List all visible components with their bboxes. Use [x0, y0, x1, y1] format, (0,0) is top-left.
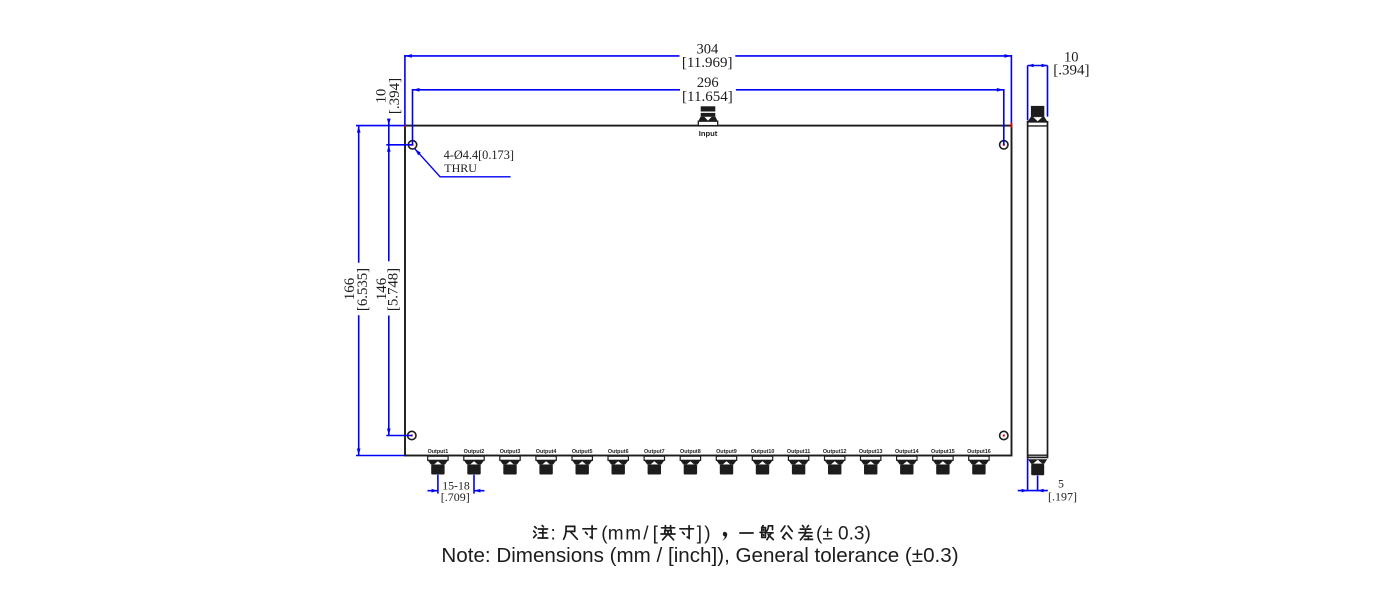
svg-text:[.709]: [.709] [441, 490, 470, 504]
svg-text:[.197]: [.197] [1048, 489, 1077, 503]
svg-text:Output13: Output13 [859, 449, 883, 455]
svg-text:(± 0.3): (± 0.3) [816, 523, 871, 544]
svg-text:Output14: Output14 [895, 449, 919, 455]
svg-text:146: 146 [374, 278, 390, 300]
svg-text:Output2: Output2 [464, 449, 485, 455]
svg-text:166: 166 [342, 278, 358, 300]
svg-text:Input: Input [699, 129, 718, 138]
svg-text:Output9: Output9 [716, 449, 737, 455]
svg-text:mm: mm [608, 523, 643, 544]
svg-text:5: 5 [1058, 476, 1064, 490]
svg-text:Output11: Output11 [787, 449, 810, 455]
svg-text:[6.535]: [6.535] [355, 268, 371, 311]
svg-text:[: [ [653, 523, 659, 544]
svg-text:Output3: Output3 [500, 449, 521, 455]
svg-text:Output7: Output7 [644, 449, 665, 455]
svg-text::: : [551, 523, 556, 544]
svg-text:[5.748]: [5.748] [386, 268, 402, 311]
svg-text:Output10: Output10 [751, 449, 775, 455]
svg-text:Output4: Output4 [536, 449, 557, 455]
svg-text:/: / [643, 523, 649, 544]
svg-text:[.394]: [.394] [387, 78, 403, 114]
svg-text:): ) [704, 523, 710, 544]
svg-text:10: 10 [374, 89, 390, 104]
svg-text:Output5: Output5 [572, 449, 593, 455]
svg-text:[11.969]: [11.969] [682, 55, 733, 71]
svg-text:15-18: 15-18 [442, 478, 470, 492]
svg-text:THRU: THRU [444, 161, 477, 175]
svg-text:Output1: Output1 [428, 449, 449, 455]
svg-text:[.394]: [.394] [1053, 63, 1089, 79]
svg-text:Note: Dimensions (mm / [inch]): Note: Dimensions (mm / [inch]), General … [441, 544, 958, 567]
svg-text:10: 10 [1064, 49, 1079, 65]
svg-text:Output16: Output16 [967, 449, 991, 455]
svg-text:4-Ø4.4[0.173]: 4-Ø4.4[0.173] [444, 148, 514, 162]
svg-text:Output12: Output12 [823, 449, 847, 455]
svg-text:Output15: Output15 [931, 449, 955, 455]
svg-text:(: ( [601, 523, 608, 544]
svg-text:304: 304 [697, 41, 720, 57]
svg-text:296: 296 [697, 75, 719, 91]
svg-text:Output8: Output8 [680, 449, 701, 455]
svg-text:[11.654]: [11.654] [682, 89, 733, 105]
svg-text:]: ] [697, 523, 702, 544]
svg-text:Output6: Output6 [608, 449, 629, 455]
